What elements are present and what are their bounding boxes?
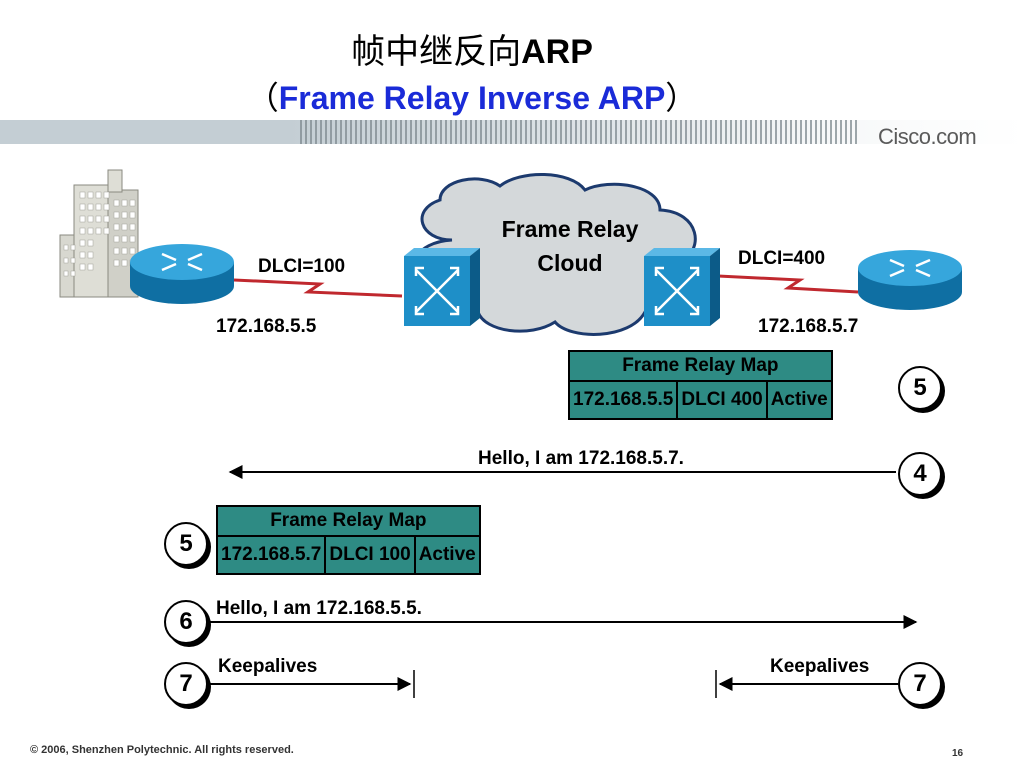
right-ip-label: 172.168.5.7 (758, 316, 859, 337)
right-map-status: Active (765, 380, 833, 420)
header-stripe-pattern (300, 120, 860, 144)
title-chinese: 帧中继反向 (351, 32, 522, 72)
slide-subtitle: （Frame Relay Inverse ARP） (0, 78, 944, 118)
left-router-icon (130, 244, 234, 304)
cloud-label-line2: Cloud (537, 250, 603, 276)
right-router-icon (858, 250, 962, 310)
building-icon (59, 169, 139, 298)
keepalives-right-label: Keepalives (770, 656, 870, 677)
right-map-ip: 172.168.5.5 (567, 380, 679, 420)
right-map-dlci: DLCI 400 (676, 380, 768, 420)
page-number: 16 (952, 748, 964, 759)
slide-title: 帧中继反向ARP (0, 32, 944, 72)
left-map-ip: 172.168.5.7 (215, 535, 327, 575)
brand-logo: Cisco.com (878, 124, 977, 149)
step-badge-hello-right: 4 (898, 452, 942, 496)
right-dlci-label: DLCI=400 (738, 248, 826, 269)
step-badge-right-table: 5 (898, 366, 942, 410)
right-map-header: Frame Relay Map (568, 350, 833, 382)
title-arp: ARP (521, 33, 593, 71)
keepalives-left-label: Keepalives (218, 656, 318, 677)
left-frame-relay-map: Frame Relay Map 172.168.5.7 DLCI 100 Act… (215, 505, 481, 575)
subtitle-english: Frame Relay Inverse ARP (278, 80, 666, 116)
left-switch-icon (404, 248, 480, 326)
hello-left-message: Hello, I am 172.168.5.5. (216, 598, 422, 619)
left-dlci-label: DLCI=100 (258, 256, 346, 277)
left-link (233, 278, 403, 298)
right-link (717, 274, 859, 294)
left-ip-label: 172.168.5.5 (216, 316, 317, 337)
subtitle-open-bracket: （ (246, 79, 279, 117)
left-map-header: Frame Relay Map (216, 505, 481, 537)
right-switch-icon (644, 248, 720, 326)
cloud-label-line1: Frame Relay (501, 216, 639, 242)
step-badge-keepalive-right: 7 (898, 662, 942, 706)
step-badge-left-table: 5 (164, 522, 208, 566)
step-badge-keepalive-left: 7 (164, 662, 208, 706)
footer-copyright: © 2006, Shenzhen Polytechnic. All rights… (30, 744, 294, 756)
left-map-status: Active (413, 535, 481, 575)
left-map-dlci: DLCI 100 (324, 535, 416, 575)
right-frame-relay-map: Frame Relay Map 172.168.5.5 DLCI 400 Act… (567, 350, 833, 420)
cloud-label: Frame Relay Cloud (470, 212, 670, 280)
subtitle-close-bracket: ） (665, 79, 698, 117)
step-badge-hello-left: 6 (164, 600, 208, 644)
hello-right-message: Hello, I am 172.168.5.7. (478, 448, 684, 469)
